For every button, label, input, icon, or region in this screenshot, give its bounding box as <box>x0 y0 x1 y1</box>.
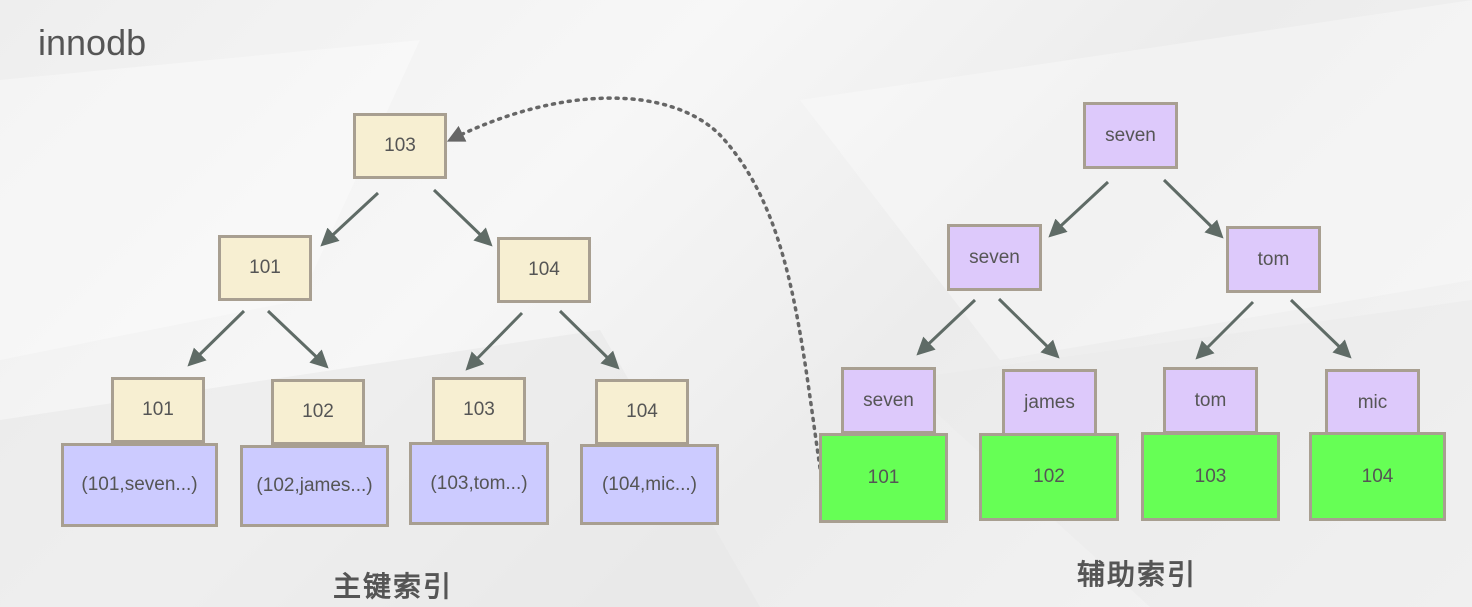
sec-leaf-key-node: james <box>1002 369 1097 436</box>
edge-arrow <box>1289 298 1352 359</box>
pk-level2-node: 104 <box>497 237 591 303</box>
secondary-index-caption: 辅助索引 <box>1077 558 1198 591</box>
pk-row-data-node: (103,tom...) <box>409 442 549 525</box>
edge-arrow <box>1048 180 1110 238</box>
edge-arrow <box>320 191 380 247</box>
edge-arrow <box>916 298 977 356</box>
pk-row-data-node: (102,james...) <box>240 445 389 527</box>
edge-arrow <box>1162 178 1224 239</box>
sec-pk-value-node: 101 <box>819 433 948 523</box>
sec-pk-value-node: 103 <box>1141 432 1280 521</box>
pk-root-node: 103 <box>353 113 447 179</box>
pk-level2-node: 101 <box>218 235 312 301</box>
edge-arrow <box>187 309 246 367</box>
pk-row-data-node: (104,mic...) <box>580 444 719 525</box>
sec-leaf-key-node: tom <box>1163 367 1258 434</box>
edge-arrow <box>465 311 524 371</box>
lookup-dotted-arrow <box>446 96 822 470</box>
primary-index-caption: 主键索引 <box>333 570 454 603</box>
edge-arrow <box>997 297 1060 359</box>
pk-leaf-key-node: 102 <box>271 379 365 445</box>
sec-level2-node: seven <box>947 224 1042 291</box>
edge-arrow <box>432 188 493 247</box>
sec-pk-value-node: 104 <box>1309 432 1446 521</box>
sec-pk-value-node: 102 <box>979 433 1119 521</box>
edge-arrow <box>558 309 620 370</box>
edge-arrow <box>266 309 329 369</box>
pk-leaf-key-node: 103 <box>432 377 526 443</box>
sec-level2-node: tom <box>1226 226 1321 293</box>
sec-root-node: seven <box>1083 102 1178 169</box>
pk-row-data-node: (101,seven...) <box>61 443 218 527</box>
pk-leaf-key-node: 101 <box>111 377 205 443</box>
edge-arrow <box>1195 300 1255 360</box>
sec-leaf-key-node: mic <box>1325 369 1420 436</box>
pk-leaf-key-node: 104 <box>595 379 689 445</box>
sec-leaf-key-node: seven <box>841 367 936 434</box>
page-title: innodb <box>38 22 147 63</box>
